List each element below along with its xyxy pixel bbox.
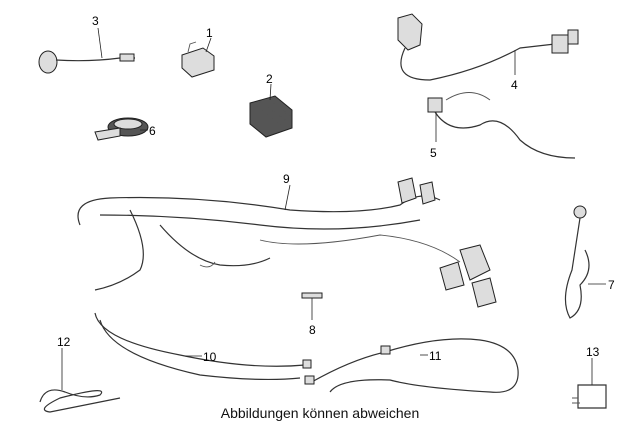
part-number-4: 4 — [511, 78, 518, 92]
part-11-cable: 11 — [304, 338, 519, 393]
part-number-11: 11 — [429, 349, 442, 363]
part-2-regulator: 2 — [249, 72, 293, 138]
part-1-cdi-unit: 1 — [181, 26, 215, 78]
part-8-fuse: 8 — [301, 292, 323, 337]
part-number-2: 2 — [266, 72, 273, 86]
part-number-9: 9 — [283, 172, 290, 186]
part-number-13: 13 — [586, 345, 600, 359]
part-number-6: 6 — [149, 124, 156, 138]
part-9-main-harness: 9 — [77, 172, 497, 308]
part-7-cable: 7 — [564, 205, 615, 319]
disclaimer-caption: Abbildungen können abweichen — [220, 405, 420, 421]
part-13-relay: 13 — [572, 345, 607, 409]
part-6-horn: 6 — [94, 117, 156, 141]
part-number-8: 8 — [309, 323, 316, 337]
part-12-cable: 12 — [39, 335, 121, 413]
part-number-7: 7 — [608, 278, 615, 292]
part-3-sensor: 3 — [38, 14, 135, 74]
part-number-3: 3 — [92, 14, 99, 28]
part-number-12: 12 — [57, 335, 71, 349]
part-number-5: 5 — [430, 146, 437, 160]
part-10-cable: 10 — [94, 312, 312, 381]
part-4-ignition-coil: 4 — [397, 13, 579, 92]
part-number-10: 10 — [203, 350, 217, 364]
part-5-switch: 5 — [427, 92, 576, 160]
part-number-1: 1 — [206, 26, 213, 40]
